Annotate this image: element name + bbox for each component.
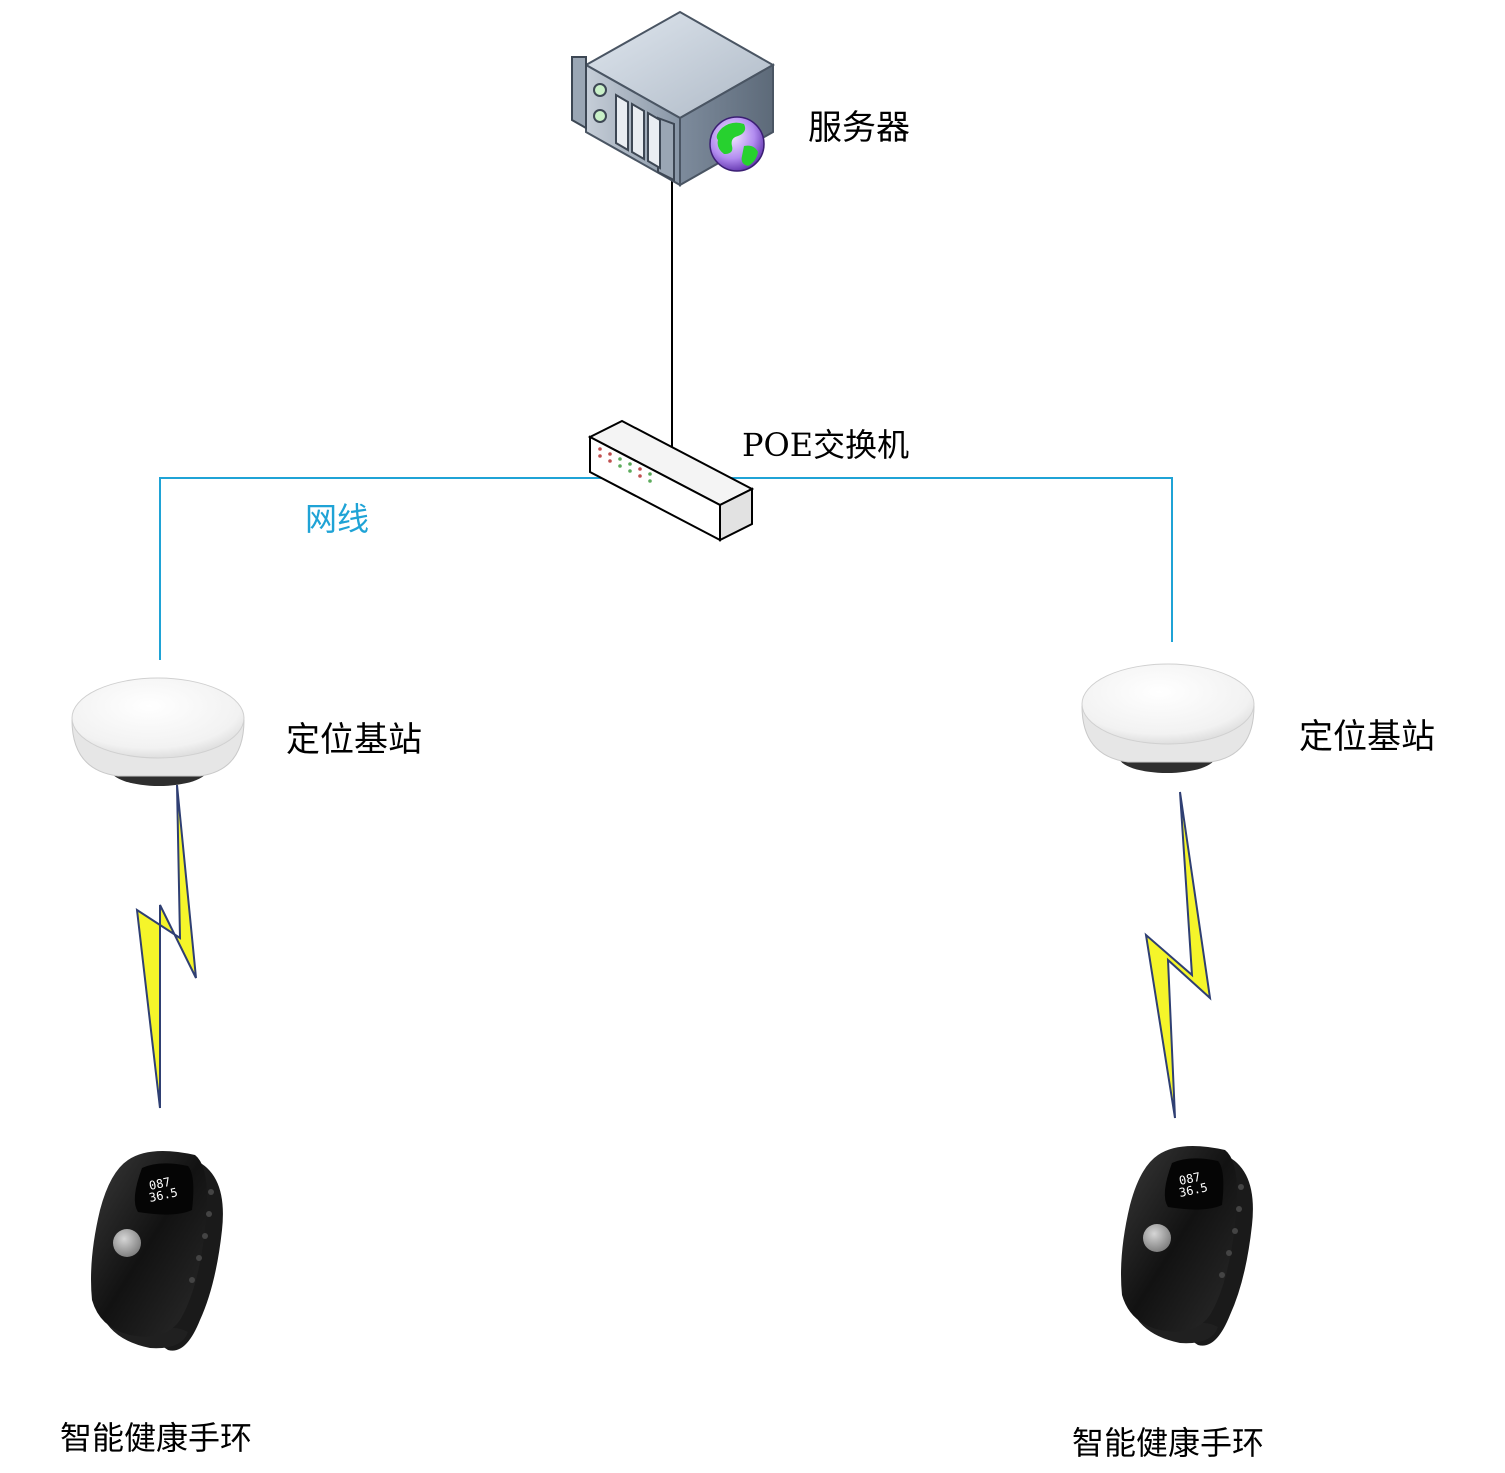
- switch-icon: [587, 419, 755, 542]
- base-station-icon-right: [1081, 663, 1255, 773]
- wireless-link-left: [135, 784, 197, 1109]
- cable-label: 网线: [305, 500, 370, 538]
- base-station-label-left: 定位基站: [286, 720, 422, 760]
- base-station-label-right: 定位基站: [1299, 717, 1435, 757]
- wristband-label-left: 智能健康手环: [60, 1419, 253, 1457]
- cable-left: [159, 477, 620, 660]
- wristband-screen-line1-left: 087: [148, 1175, 172, 1193]
- switch-label: POE交换机: [742, 426, 910, 464]
- server-label: 服务器: [808, 108, 910, 148]
- wristband-screen-line2-right: 36.5: [1178, 1180, 1209, 1200]
- base-station-icon-left: [71, 677, 245, 786]
- wristband-icon-right: 087 36.5: [1121, 1146, 1253, 1346]
- wristband-screen-line2-left: 36.5: [148, 1185, 179, 1205]
- server-icon: [571, 10, 776, 187]
- wristband-icon-left: 087 36.5: [91, 1151, 223, 1351]
- cable-right: [700, 477, 1173, 642]
- wristband-screen-line1-right: 087: [1178, 1170, 1202, 1188]
- wristband-label-right: 智能健康手环: [1072, 1424, 1265, 1462]
- wireless-link-right: [1144, 791, 1212, 1119]
